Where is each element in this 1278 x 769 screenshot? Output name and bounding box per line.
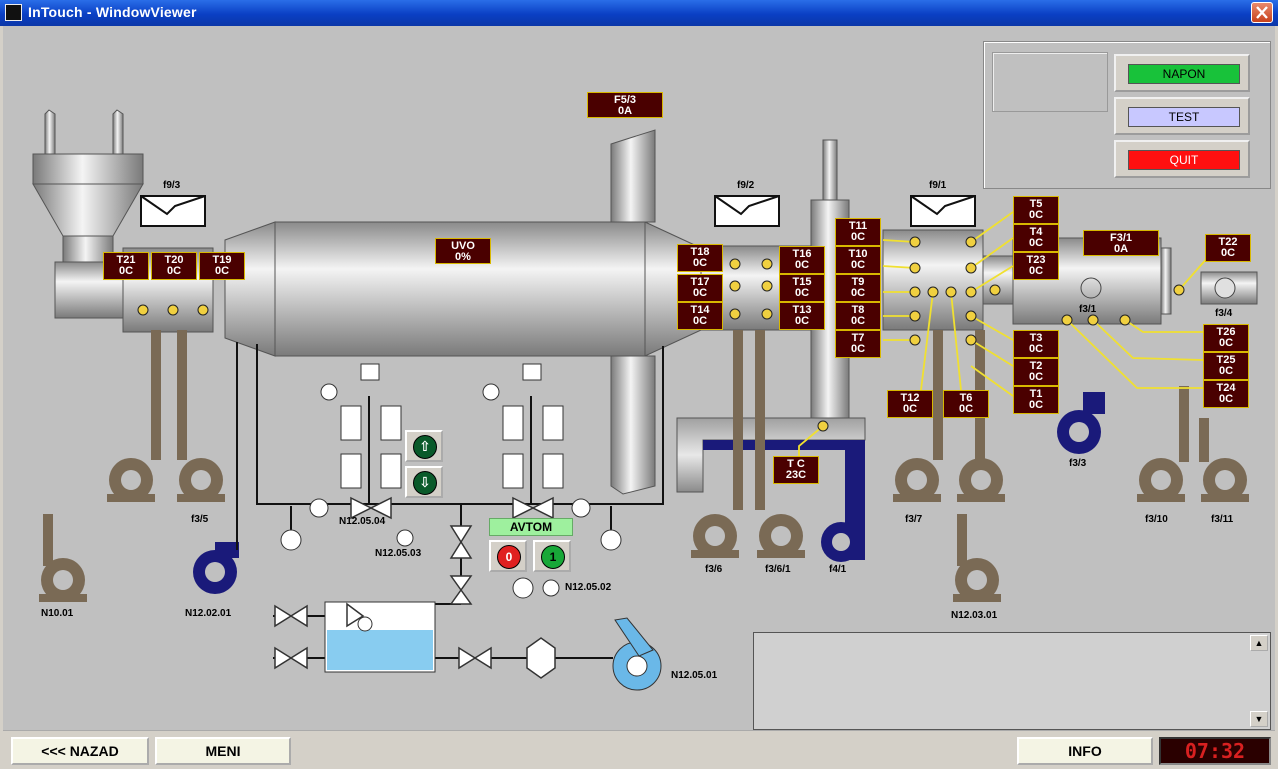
filter-f93-icon bbox=[140, 195, 206, 227]
label-f92: f9/2 bbox=[737, 180, 755, 191]
water-pump bbox=[612, 617, 662, 691]
label-f310: f3/10 bbox=[1145, 514, 1168, 525]
title-bar: InTouch - WindowViewer bbox=[0, 0, 1278, 26]
sensor-points bbox=[137, 236, 1185, 432]
bottom-bar: <<< NAZAD MENI INFO 07:32 bbox=[3, 730, 1275, 769]
filter-f91-icon bbox=[910, 195, 976, 227]
main-drum bbox=[274, 221, 702, 357]
close-icon bbox=[1256, 6, 1268, 19]
test-button[interactable]: TEST bbox=[1114, 97, 1250, 135]
start-button[interactable]: 1 bbox=[533, 540, 571, 572]
label-n120503: N12.05.03 bbox=[375, 548, 422, 559]
scroll-down-button[interactable]: ▼ bbox=[1250, 711, 1268, 727]
avtom-label: AVTOM bbox=[489, 518, 573, 536]
label-f37: f3/7 bbox=[905, 514, 923, 525]
label-n120504: N12.05.04 bbox=[339, 516, 386, 527]
meni-button[interactable]: MENI bbox=[155, 737, 291, 765]
blowers bbox=[193, 392, 1105, 594]
message-list[interactable]: ▲ ▼ bbox=[753, 632, 1271, 730]
label-f311: f3/11 bbox=[1211, 514, 1234, 525]
window-title: InTouch - WindowViewer bbox=[28, 4, 197, 20]
nazad-button[interactable]: <<< NAZAD bbox=[11, 737, 149, 765]
label-f35: f3/5 bbox=[191, 514, 209, 525]
control-panel: NAPON TEST QUIT bbox=[983, 41, 1271, 189]
label-n1001: N10.01 bbox=[41, 608, 74, 619]
valves bbox=[274, 496, 556, 679]
napon-button[interactable]: NAPON bbox=[1114, 54, 1250, 92]
stack bbox=[610, 129, 656, 495]
duct bbox=[676, 417, 866, 493]
label-n120301: N12.03.01 bbox=[951, 610, 998, 621]
label-f93: f9/3 bbox=[163, 180, 181, 191]
stop-button[interactable]: 0 bbox=[489, 540, 527, 572]
quit-button[interactable]: QUIT bbox=[1114, 140, 1250, 178]
scroll-up-button[interactable]: ▲ bbox=[1250, 635, 1268, 651]
actuators bbox=[340, 363, 564, 489]
label-f41: f4/1 bbox=[829, 564, 847, 575]
hopper bbox=[32, 109, 276, 357]
label-f91: f9/1 bbox=[929, 180, 947, 191]
arrow-up-icon: ⇧ bbox=[413, 435, 437, 459]
gauges bbox=[280, 383, 622, 599]
label-f31-drum: f3/1 bbox=[1079, 304, 1097, 315]
clock-display: 07:32 bbox=[1159, 737, 1271, 765]
label-f33: f3/3 bbox=[1069, 458, 1087, 469]
water-tank bbox=[324, 601, 436, 673]
arrow-down-icon: ⇩ bbox=[413, 471, 437, 495]
info-button[interactable]: INFO bbox=[1017, 737, 1153, 765]
up-button[interactable]: ⇧ bbox=[405, 430, 443, 462]
label-n120201: N12.02.01 bbox=[185, 608, 232, 619]
close-button[interactable] bbox=[1251, 2, 1273, 23]
filter-f92-icon bbox=[714, 195, 780, 227]
app-icon bbox=[5, 4, 22, 21]
label-f361: f3/6/1 bbox=[765, 564, 791, 575]
down-button[interactable]: ⇩ bbox=[405, 466, 443, 498]
panel-display bbox=[992, 52, 1108, 112]
label-f36: f3/6 bbox=[705, 564, 723, 575]
label-f34: f3/4 bbox=[1215, 308, 1233, 319]
label-n120501: N12.05.01 bbox=[671, 670, 718, 681]
label-n120502: N12.05.02 bbox=[565, 582, 612, 593]
sensor-lines bbox=[798, 211, 1210, 458]
fans bbox=[39, 458, 1249, 602]
